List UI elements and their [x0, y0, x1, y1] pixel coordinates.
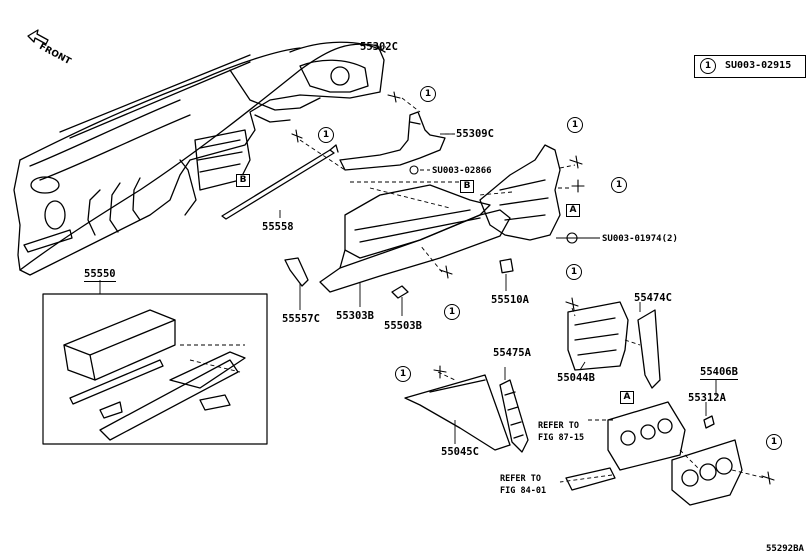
- front-arrow-icon: [27, 29, 49, 45]
- part-55474c-trim: [637, 309, 661, 389]
- screw-icons: [291, 91, 775, 485]
- label-55302c: 55302C: [360, 41, 398, 53]
- label-55475a: 55475A: [493, 347, 531, 359]
- instrument-panel-drawing: [13, 41, 386, 276]
- label-55557c: 55557C: [282, 313, 320, 325]
- part-55510a-pad: [499, 258, 514, 274]
- callout-a-bracket: A: [566, 204, 580, 217]
- part-55557c-panel: [284, 257, 309, 287]
- callout-1-left-screw: 1: [318, 127, 334, 143]
- label-su003-02866: SU003-02866: [432, 166, 492, 176]
- part-55045c-side-panel: [404, 374, 511, 451]
- label-55406b: 55406B: [700, 366, 738, 380]
- label-su003-01974: SU003-01974(2): [602, 234, 678, 244]
- refer-note-fig87-line1: REFER TO: [538, 421, 579, 431]
- legend-code: SU003-02915: [725, 60, 792, 71]
- part-55550-glove-box: [63, 309, 246, 441]
- callout-1-right-upper: 1: [567, 117, 583, 133]
- callout-1-top: 1: [420, 86, 436, 102]
- switch-unit: [565, 467, 616, 491]
- glove-box-frame: [42, 293, 268, 445]
- callout-b-bracket: B: [460, 180, 474, 193]
- part-support-bracket: [479, 144, 561, 241]
- diagram-id: 55292BA: [766, 544, 804, 554]
- part-55309c-bracket: [339, 111, 446, 171]
- climate-control-unit: [607, 401, 686, 471]
- part-55044b-bracket: [567, 301, 629, 371]
- callout-1-console: 1: [395, 366, 411, 382]
- part-55406b-bezel: [671, 439, 743, 506]
- callout-1-right-mid: 1: [611, 177, 627, 193]
- label-55309c: 55309C: [456, 128, 494, 140]
- callout-b-panel: B: [236, 174, 250, 187]
- label-55550: 55550: [84, 268, 116, 282]
- callout-1-lower-center: 1: [444, 304, 460, 320]
- callout-a-climate: A: [620, 391, 634, 404]
- legend-symbol: 1: [700, 58, 716, 74]
- part-55558-strip: [221, 144, 339, 220]
- callout-1-right-lower: 1: [566, 264, 582, 280]
- label-55303b: 55303B: [336, 310, 374, 322]
- legend-box: 1 SU003-02915: [694, 55, 806, 78]
- refer-note-fig87-line2: FIG 87-15: [538, 433, 585, 443]
- label-55045c: 55045C: [441, 446, 479, 458]
- callout-1-bezel: 1: [766, 434, 782, 450]
- label-55312a: 55312A: [688, 392, 726, 404]
- refer-note-fig84-line1: REFER TO: [500, 474, 541, 484]
- part-55312a-clip: [703, 415, 715, 429]
- label-55474c: 55474C: [634, 292, 672, 304]
- label-55503b: 55503B: [384, 320, 422, 332]
- label-55510a: 55510A: [491, 294, 529, 306]
- part-55303b-lower-panel: [319, 184, 511, 293]
- refer-note-fig84-line2: FIG 84-01: [500, 486, 547, 496]
- part-55503b-clip: [391, 285, 409, 299]
- label-55044b: 55044B: [557, 372, 595, 384]
- part-55475a-strip: [499, 379, 529, 453]
- label-55558: 55558: [262, 221, 294, 233]
